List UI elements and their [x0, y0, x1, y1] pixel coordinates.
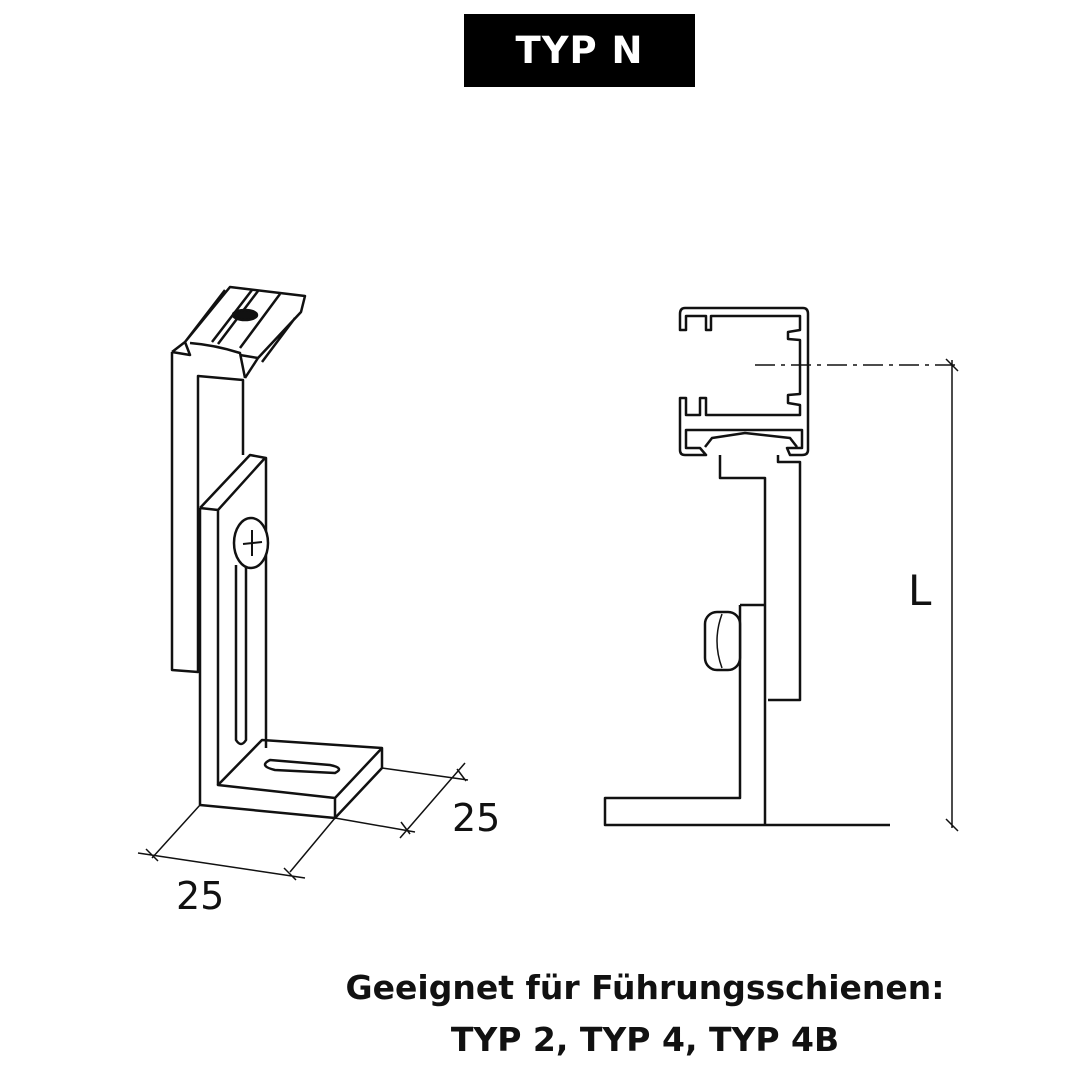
title-badge: TYP N [464, 14, 695, 87]
rail-side-view [603, 306, 959, 832]
front-plate [198, 453, 268, 805]
dimension-length [945, 358, 959, 832]
slider-screw-hole [231, 308, 259, 322]
foot-plate [199, 738, 384, 820]
slider-top [171, 285, 307, 379]
knob-detail [716, 613, 723, 669]
screw-cross-icon [242, 530, 263, 556]
rail-profile [678, 306, 810, 457]
dimension-width [137, 804, 336, 881]
rail-slider [704, 431, 798, 448]
foot-slot [263, 758, 341, 775]
compatibility-types: TYP 2, TYP 4, TYP 4B [450, 1020, 840, 1059]
dimension-width-label: 25 [176, 874, 225, 918]
dimension-depth [334, 762, 469, 839]
adjust-knob [703, 610, 742, 672]
compatibility-heading: Geeignet für Führungsschienen: [345, 968, 945, 1007]
title-text: TYP N [515, 29, 644, 72]
dimension-length-label: L [908, 566, 932, 615]
bracket-profile [603, 455, 890, 827]
vertical-slot [234, 565, 248, 746]
bracket-isometric-view [137, 285, 469, 881]
dimension-depth-label: 25 [452, 796, 501, 840]
back-plate [170, 352, 245, 674]
